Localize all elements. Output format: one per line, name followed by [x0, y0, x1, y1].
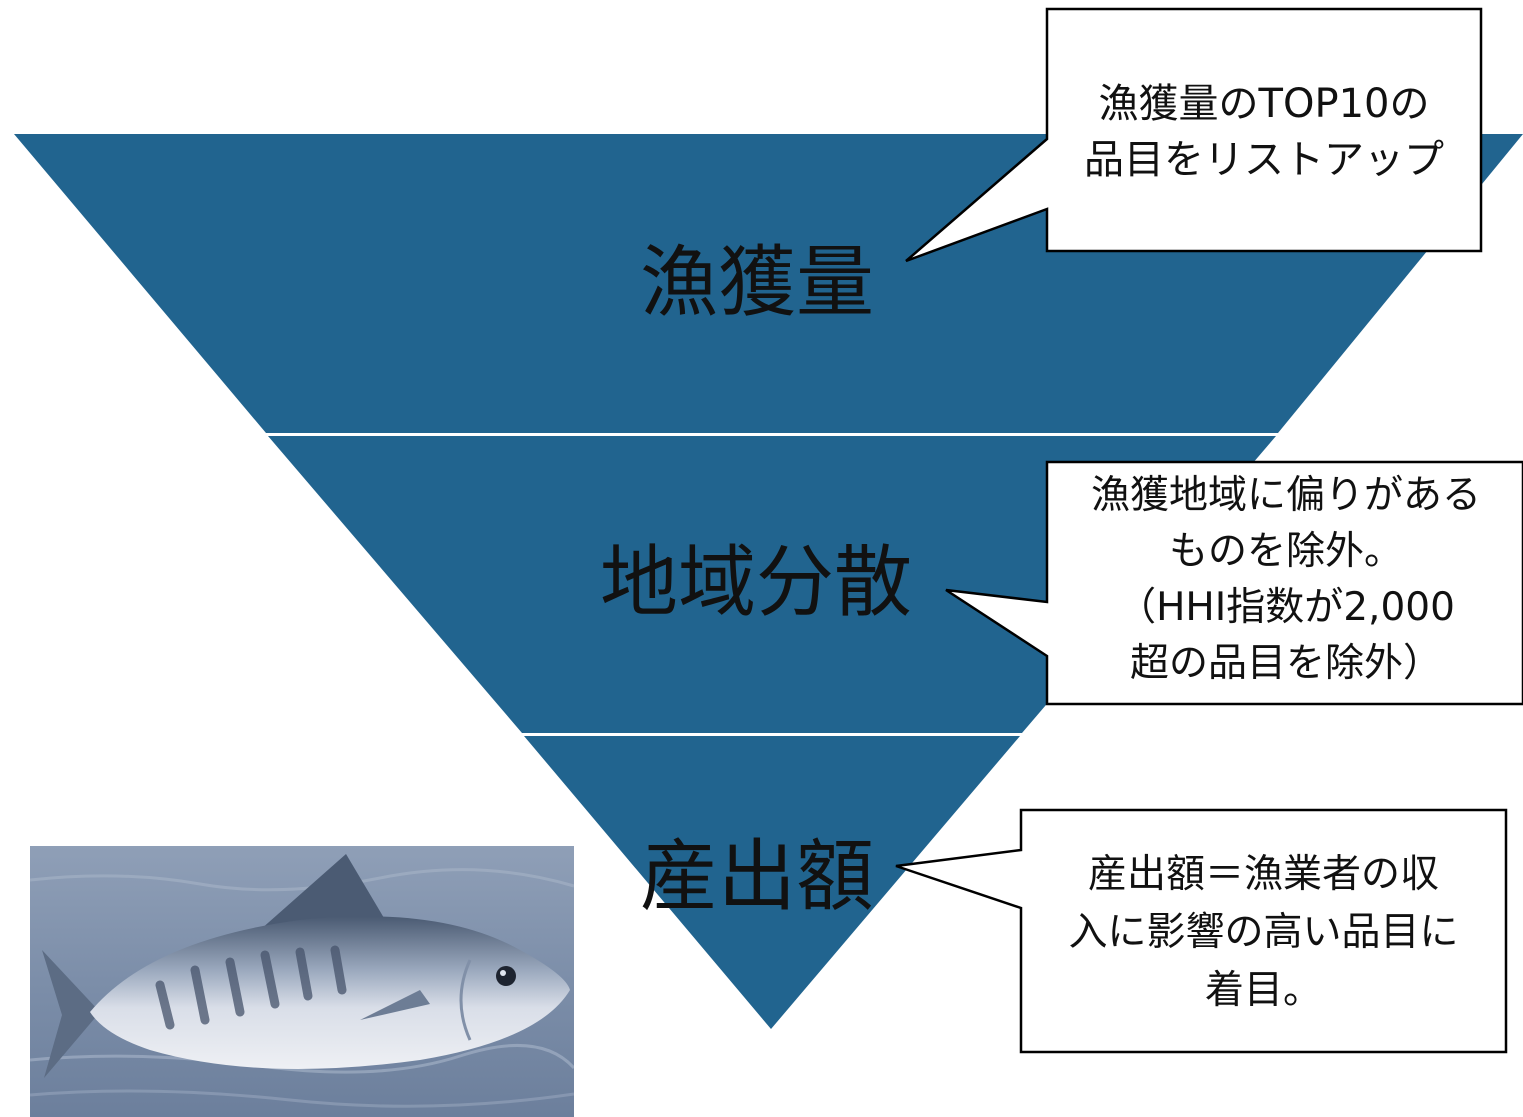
callout-1-line-2: 品目をリストアップ [1084, 137, 1444, 183]
callout-3-line-1: 産出額＝漁業者の収 [1087, 852, 1439, 897]
skipjack-tuna-photo [30, 846, 574, 1117]
callout-1-box [905, 7, 1483, 263]
callout-1-line-1: 漁獲量のTOP10の [1098, 81, 1430, 127]
callout-2-line-2: ものを除外。 [1168, 529, 1403, 574]
tier-label-catch-volume: 漁獲量 [640, 238, 875, 328]
callout-1-text: 漁獲量のTOP10の 品目をリストアップ [1049, 76, 1479, 188]
callout-3-box [895, 808, 1508, 1054]
callout-3-line-3: 着目。 [1204, 968, 1322, 1013]
callout-2-line-1: 漁獲地域に偏りがある [1090, 473, 1481, 518]
callout-3-line-2: 入に影響の高い品目に [1068, 910, 1459, 955]
tier-label-output-value: 産出額 [640, 832, 875, 922]
tier-3-band [524, 736, 1020, 1029]
callout-2-text: 漁獲地域に偏りがある ものを除外。 （HHI指数が2,000 超の品目を除外） [1049, 468, 1523, 692]
callout-2-line-3: （HHI指数が2,000 [1117, 585, 1455, 630]
callout-2-line-4: 超の品目を除外） [1129, 641, 1442, 686]
tier-2-band [268, 436, 1276, 733]
callout-3-text: 産出額＝漁業者の収 入に影響の高い品目に 着目。 [1023, 846, 1504, 1020]
tier-label-regional-dispersion: 地域分散 [600, 538, 913, 628]
callout-2-box [945, 460, 1523, 706]
